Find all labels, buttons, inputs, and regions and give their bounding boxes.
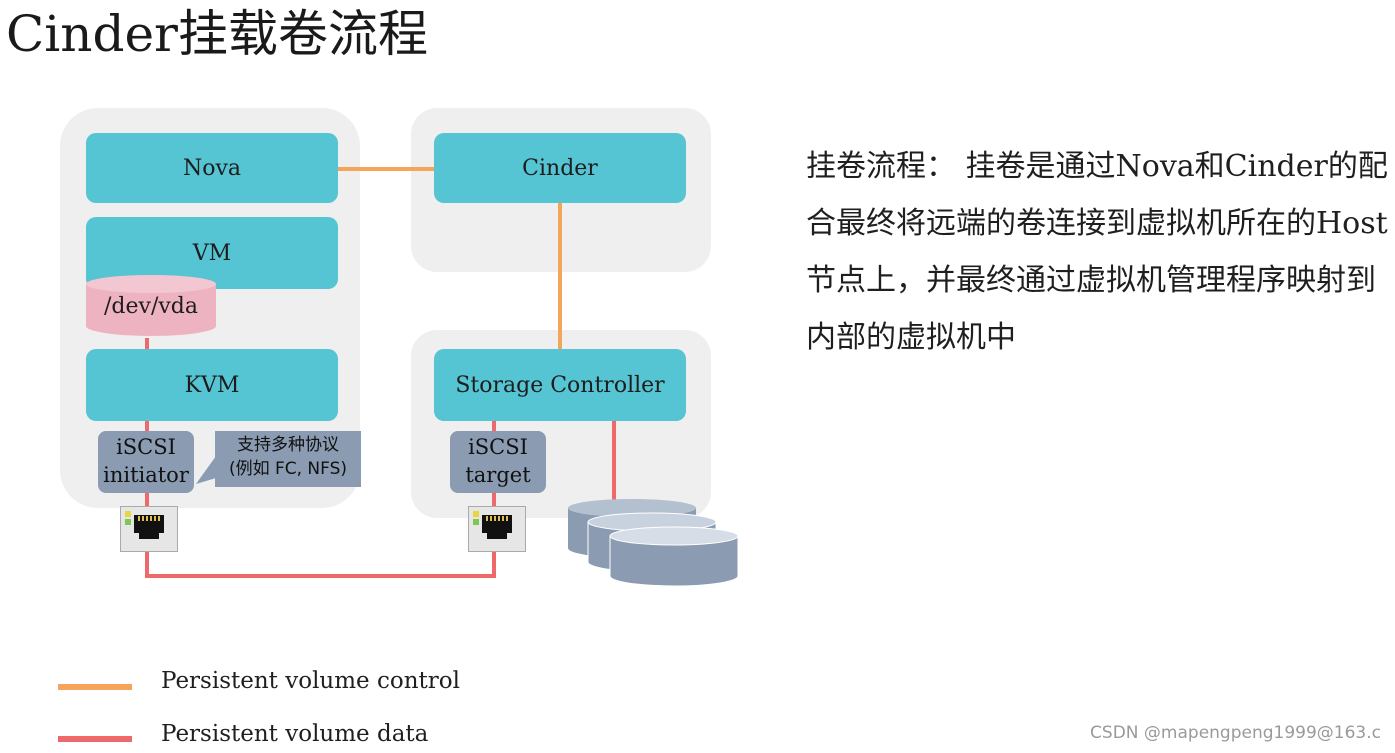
- protocol-callout: 支持多种协议 (例如 FC, NFS): [215, 431, 361, 487]
- legend-swatch-control: [58, 684, 132, 690]
- iscsi-target-box: iSCSI target: [450, 431, 546, 493]
- page-title: Cinder挂载卷流程: [6, 5, 428, 63]
- iscsi-target-line1: iSCSI: [468, 435, 528, 459]
- legend-swatch-data: [58, 736, 132, 742]
- callout-line2: (例如 FC, NFS): [228, 459, 348, 479]
- ethernet-port-icon: [120, 506, 178, 552]
- disk-cylinder-icon: [86, 275, 216, 336]
- callout-pointer-icon: [196, 456, 216, 484]
- storage-disks-icon: [568, 499, 739, 587]
- callout-line1: 支持多种协议: [237, 435, 339, 455]
- storage-controller-box: Storage Controller: [434, 349, 686, 421]
- vda-disk: /dev/vda: [86, 274, 216, 338]
- watermark: CSDN @mapengpeng1999@163.c: [1090, 723, 1381, 743]
- cinder-box: Cinder: [434, 133, 686, 203]
- legend-label-control: Persistent volume control: [161, 668, 460, 694]
- iscsi-initiator-box: iSCSI initiator: [98, 431, 194, 493]
- iscsi-target-line2: target: [465, 463, 531, 487]
- vda-label: /dev/vda: [104, 294, 198, 319]
- description-text: 挂卷流程： 挂卷是通过Nova和Cinder的配合最终将远端的卷连接到虚拟机所在…: [806, 149, 1388, 355]
- kvm-box: KVM: [86, 349, 338, 421]
- legend-label-data: Persistent volume data: [161, 721, 429, 747]
- nova-box: Nova: [86, 133, 338, 203]
- iscsi-initiator-line1: iSCSI: [116, 435, 176, 459]
- iscsi-initiator-line2: initiator: [103, 463, 189, 487]
- ethernet-port-icon: [468, 506, 526, 552]
